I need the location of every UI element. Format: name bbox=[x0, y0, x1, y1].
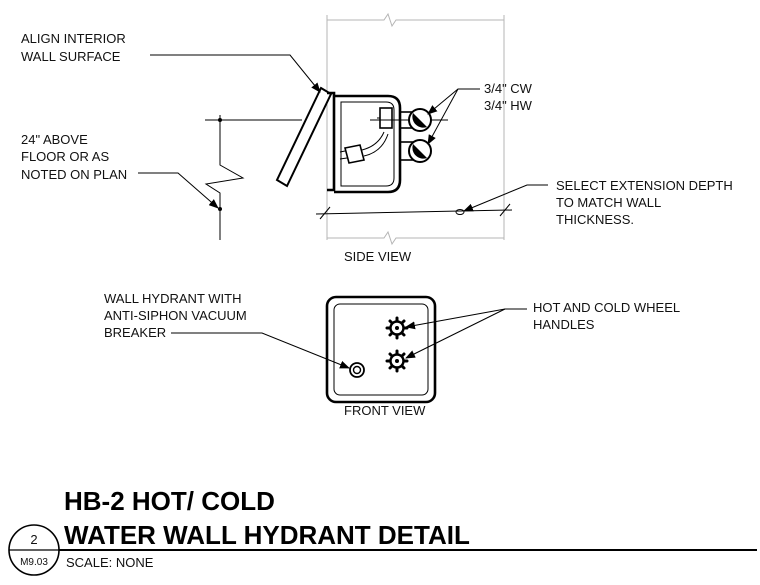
sheet-number: M9.03 bbox=[20, 557, 48, 568]
hot-wheel-handle-icon bbox=[385, 316, 409, 340]
hw-leader bbox=[427, 88, 459, 145]
title-line1: HB-2 HOT/ COLD bbox=[64, 486, 275, 516]
extension-leader bbox=[463, 184, 548, 212]
hydrant-label-line1: WALL HYDRANT WITH bbox=[104, 291, 241, 306]
extension-label-line3: THICKNESS. bbox=[556, 212, 634, 227]
extension-label-line2: TO MATCH WALL bbox=[556, 195, 661, 210]
cold-wheel-handle-icon bbox=[385, 349, 409, 373]
extension-line bbox=[315, 203, 513, 220]
hydrant-outlet-icon bbox=[349, 362, 365, 378]
hydrant-leader bbox=[171, 332, 350, 369]
hydrant-label-line2: ANTI-SIPHON VACUUM bbox=[104, 308, 247, 323]
height-label-line1: 24" ABOVE bbox=[21, 132, 88, 147]
hydrant-door bbox=[275, 86, 333, 188]
side-view: ALIGN INTERIOR WALL SURFACE 24" ABOVE FL… bbox=[21, 12, 733, 264]
wheel-label-line2: HANDLES bbox=[533, 317, 595, 332]
side-view-caption: SIDE VIEW bbox=[344, 249, 412, 264]
hydrant-label-line3: BREAKER bbox=[104, 325, 166, 340]
title-line2: WATER WALL HYDRANT DETAIL bbox=[64, 520, 470, 550]
detail-number: 2 bbox=[30, 532, 37, 547]
hw-label: 3/4" HW bbox=[484, 98, 533, 113]
front-view: WALL HYDRANT WITH ANTI-SIPHON VACUUM BRE… bbox=[104, 291, 680, 418]
pipe-connections bbox=[400, 108, 432, 163]
wheel-label-line1: HOT AND COLD WHEEL bbox=[533, 300, 680, 315]
wheel-leader-hot bbox=[405, 308, 527, 330]
front-view-caption: FRONT VIEW bbox=[344, 403, 426, 418]
cw-label: 3/4" CW bbox=[484, 81, 533, 96]
cw-leader bbox=[427, 88, 480, 115]
extension-label-line1: SELECT EXTENSION DEPTH bbox=[556, 178, 733, 193]
align-label-line2: WALL SURFACE bbox=[21, 49, 121, 64]
height-label-line3: NOTED ON PLAN bbox=[21, 167, 127, 182]
height-label-line2: FLOOR OR AS bbox=[21, 149, 109, 164]
front-box bbox=[325, 295, 437, 404]
detail-bubble: 2 M9.03 bbox=[8, 524, 60, 576]
title-block: HB-2 HOT/ COLD WATER WALL HYDRANT DETAIL… bbox=[8, 486, 757, 576]
align-leader bbox=[150, 54, 321, 93]
wheel-leader-cold bbox=[405, 308, 506, 359]
align-label-line1: ALIGN INTERIOR bbox=[21, 31, 126, 46]
hydrant-box bbox=[327, 91, 448, 194]
height-leader bbox=[138, 172, 219, 209]
wall-outline bbox=[326, 12, 505, 246]
scale-label: SCALE: NONE bbox=[66, 555, 154, 570]
height-dimension bbox=[204, 115, 302, 240]
